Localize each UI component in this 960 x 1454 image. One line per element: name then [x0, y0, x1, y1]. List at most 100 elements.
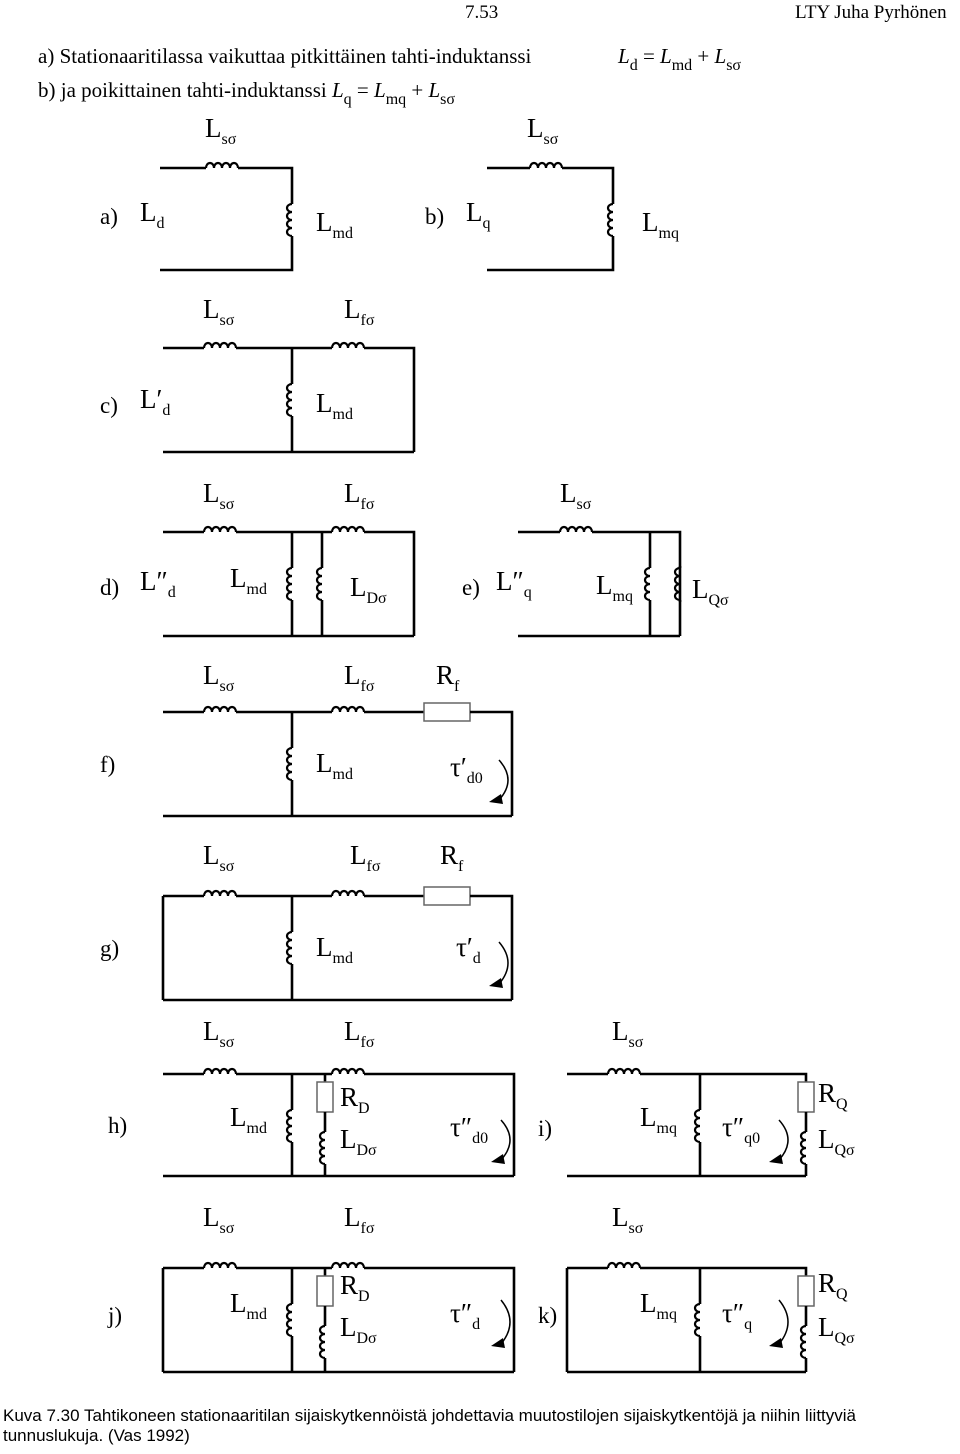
inductor-lf-sigma	[330, 1067, 366, 1075]
resistor-rq	[797, 1275, 815, 1307]
symbol-letter: L	[205, 113, 222, 143]
symbol-letter: L	[344, 478, 361, 508]
symbol-lq-sigma: LQσ	[692, 574, 729, 610]
symbol-prime: ′	[156, 384, 163, 414]
symbol-subscript: mq	[656, 1306, 677, 1323]
symbol-letter: L	[350, 840, 367, 870]
symbol-ld-sigma: LDσ	[340, 1124, 377, 1160]
symbol-prime: ′	[460, 752, 467, 782]
symbol-ls-sigma: Lsσ	[203, 294, 234, 330]
symbol-subscript: sσ	[219, 1220, 235, 1237]
symbol-subscript: mq	[612, 588, 633, 605]
circuit-wire	[562, 166, 615, 202]
symbol-tau-d-prime: τ′d	[456, 932, 481, 968]
arrow-head	[491, 1154, 505, 1164]
circuit-wire	[364, 1266, 516, 1372]
symbol-subscript: Qσ	[708, 592, 729, 609]
inductor-lmq	[693, 1302, 701, 1338]
arrow-tau-d0-prime	[498, 759, 509, 801]
symbol-subscript: fσ	[360, 312, 375, 329]
symbol-subscript: md	[246, 1306, 267, 1323]
inductor-ld-sigma	[318, 1130, 326, 1166]
symbol-ls-sigma: Lsσ	[203, 1016, 234, 1052]
symbol-letter: R	[436, 660, 455, 690]
inductor-lmq	[693, 1108, 701, 1144]
eq2-lhs: L	[331, 78, 344, 102]
symbol-rq: RQ	[818, 1078, 848, 1114]
symbol-letter: L	[340, 1312, 357, 1342]
inductor-lmq	[643, 566, 651, 602]
symbol-ls-sigma: Lsσ	[203, 478, 234, 514]
symbol-subscript: fσ	[360, 1220, 375, 1237]
symbol-letter: R	[440, 840, 459, 870]
resistor-rf	[423, 702, 471, 722]
symbol-lq-sigma: LQσ	[818, 1124, 855, 1160]
symbol-subscript: fσ	[360, 678, 375, 695]
circuit-label-a: a)	[100, 204, 118, 229]
symbol-subscript: sσ	[543, 131, 559, 148]
symbol-subscript: Dσ	[366, 590, 387, 607]
symbol-letter: L	[140, 384, 157, 414]
symbol-rd: RD	[340, 1270, 370, 1306]
symbol-subscript: fσ	[360, 496, 375, 513]
symbol-subscript: sσ	[219, 1034, 235, 1051]
symbol-lmd: Lmd	[316, 207, 353, 243]
symbol-subscript: q	[523, 584, 532, 601]
symbol-subscript: md	[332, 950, 353, 967]
circuit-wire	[640, 1072, 808, 1082]
symbol-subscript: sσ	[628, 1220, 644, 1237]
symbol-prime: ′	[466, 932, 473, 962]
symbol-tau-d0-prime: τ′d0	[450, 752, 483, 788]
symbol-letter: R	[340, 1082, 359, 1112]
inductor-ls-sigma	[606, 1261, 642, 1269]
symbol-letter: L	[466, 197, 483, 227]
eq2-lhs-sub: q	[343, 91, 352, 108]
eq1-equals: =	[642, 44, 655, 68]
symbol-ls-sigma: Lsσ	[205, 113, 236, 149]
symbol-letter: τ	[722, 1298, 733, 1328]
circuit-label-c: c)	[100, 393, 118, 418]
symbol-letter: L	[818, 1312, 835, 1342]
symbol-lmq: Lmq	[640, 1102, 677, 1138]
circuit-label-h: h)	[108, 1113, 128, 1138]
symbol-subscript: sσ	[219, 858, 235, 875]
symbol-letter: τ	[456, 932, 467, 962]
arrow-head	[491, 1338, 505, 1348]
circuit-label-j: j)	[108, 1303, 123, 1328]
symbol-letter: L	[230, 1288, 247, 1318]
arrow-tau-d-prime	[498, 941, 509, 985]
symbol-ld-double-prime: L″d	[140, 566, 176, 602]
circuit-wire	[238, 166, 294, 202]
intro-a-prefix: a)	[38, 44, 55, 68]
symbol-rq: RQ	[818, 1268, 848, 1304]
symbol-letter: R	[818, 1078, 837, 1108]
inductor-lmd	[285, 1302, 293, 1338]
symbol-subscript: d	[162, 402, 171, 419]
inductor-lmd	[285, 202, 293, 238]
arrow-head	[769, 1154, 783, 1164]
symbol-subscript: f	[454, 678, 460, 695]
symbol-subscript: md	[332, 406, 353, 423]
symbol-subscript: Q	[836, 1096, 848, 1113]
symbol-subscript: Qσ	[834, 1142, 855, 1159]
inductor-ls-sigma	[202, 889, 238, 897]
inductor-ls-sigma	[606, 1067, 642, 1075]
inductor-lq-sigma	[799, 1324, 807, 1360]
symbol-subscript: d0	[466, 770, 483, 787]
author-name: LTY Juha Pyrhönen	[795, 2, 947, 23]
symbol-letter: L	[612, 1202, 629, 1232]
resistor-rf	[423, 886, 471, 906]
inductor-lf-sigma	[330, 525, 366, 533]
symbol-lf-sigma: Lfσ	[344, 1202, 374, 1238]
arrow-head	[769, 1338, 783, 1348]
inductor-ls-sigma	[202, 1261, 238, 1269]
symbol-ls-sigma: Lsσ	[560, 478, 591, 514]
symbol-lmd: Lmd	[230, 1288, 267, 1324]
resistor-rq	[797, 1081, 815, 1113]
symbol-letter: R	[340, 1270, 359, 1300]
symbol-lf-sigma: Lfσ	[344, 294, 374, 330]
symbol-subscript: fσ	[360, 1034, 375, 1051]
inductor-lf-sigma	[330, 1261, 366, 1269]
symbol-letter: L	[496, 566, 513, 596]
